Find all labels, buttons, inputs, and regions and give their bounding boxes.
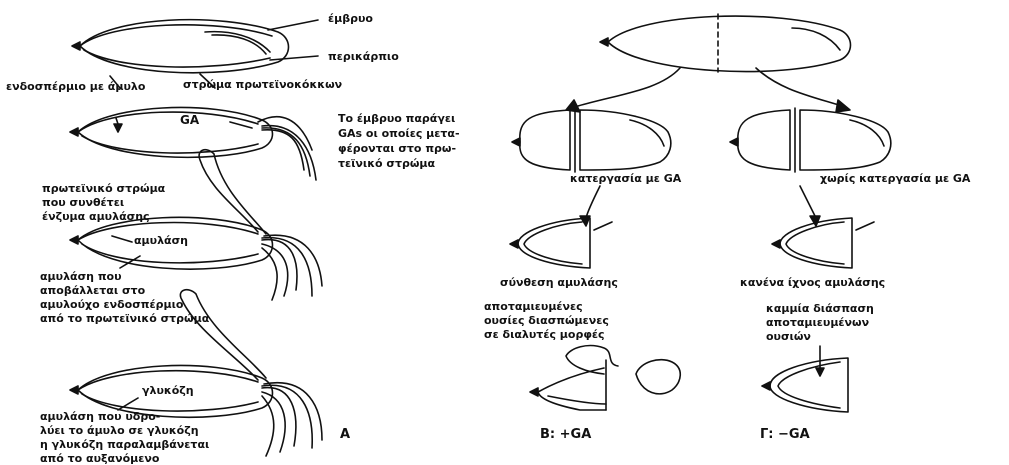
label-reserves-3: σε διαλυτές μορφές: [484, 328, 605, 341]
label-amylase-secreted-1: αμυλάση που: [40, 270, 122, 283]
leader-embryo: [268, 20, 318, 30]
half-seed-final-g: [762, 358, 848, 412]
label-reserves-1: αποταμιευμένες: [484, 300, 583, 313]
label-embryo-produces-2: GAs οι οποίες μετα-: [338, 127, 460, 140]
label-amylase-secreted-3: αμυλούχο ενδοσπέρμιο: [40, 298, 183, 311]
label-no-breakdown-3: ουσιών: [766, 330, 811, 343]
label-embryo: έμβρυο: [328, 12, 373, 25]
arrow-to-b: [578, 68, 680, 106]
label-protein-layer: στρώμα πρωτεϊνοκόκκων: [183, 78, 342, 91]
label-no-amylase-trace: κανένα ίχνος αμυλάσης: [740, 276, 885, 289]
label-amylase-synthesis: σύνθεση αμυλάσης: [500, 276, 618, 289]
label-pericarp: περικάρπιο: [328, 50, 399, 63]
label-hydrolysis-1: αμυλάση που υδρο-: [40, 410, 160, 423]
label-no-treatment: χωρίς κατεργασία με GA: [820, 172, 970, 185]
dissolved-reserves: [636, 360, 680, 394]
label-hydrolysis-2: λύει το άμυλο σε γλυκόζη: [40, 424, 199, 437]
label-glucose: γλυκόζη: [142, 384, 194, 397]
half-seed-b: [510, 218, 590, 268]
seed-intact-a: [72, 20, 289, 73]
arrow-ga-a: [116, 118, 118, 124]
label-hydrolysis-3: η γλυκόζη παραλαμβάνεται: [40, 438, 209, 451]
seed-halves-g: [730, 108, 891, 172]
arrow-g-down: [800, 186, 816, 218]
half-seed-degraded-b: [530, 346, 618, 410]
label-reserves-2: ουσίες διασπώμενες: [484, 314, 609, 327]
label-endosperm: ενδοσπέρμιο με άμυλο: [6, 80, 145, 93]
label-no-breakdown-1: καμμία διάσπαση: [766, 302, 874, 315]
panel-label-a: A: [340, 428, 350, 441]
seed-halves-b: [512, 108, 671, 172]
label-embryo-produces-1: Το έμβρυο παράγει: [338, 112, 455, 125]
arrow-b-down: [586, 186, 600, 218]
label-amylase: αμυλάση: [134, 234, 188, 247]
label-embryo-produces-4: τεϊνικό στρώμα: [338, 157, 435, 170]
label-amylase-secreted-2: αποβάλλεται στο: [40, 284, 145, 297]
label-embryo-produces-3: φέρονται στο πρω-: [338, 142, 456, 155]
label-amylase-secreted-4: από το πρωτεϊνικό στρώμα: [40, 312, 209, 325]
label-protein-synth-2: που συνθέτει: [42, 196, 124, 209]
label-treatment-ga: κατεργασία με GA: [570, 172, 681, 185]
label-hydrolysis-4: από το αυξανόμενο: [40, 452, 159, 465]
label-ga: GA: [180, 114, 199, 127]
label-no-breakdown-2: αποταμιευμένων: [766, 316, 869, 329]
label-protein-synth-3: ένζυμα αμυλάσης: [42, 210, 150, 223]
panel-label-b: B: +GA: [540, 428, 591, 441]
seed-top-split: [600, 14, 851, 72]
arrow-to-g: [756, 68, 842, 106]
half-seed-g: [772, 218, 852, 268]
panel-label-g: Γ: −GA: [760, 428, 810, 441]
label-protein-synth-1: πρωτεϊνικό στρώμα: [42, 182, 165, 195]
leader-pericarp: [270, 56, 318, 60]
